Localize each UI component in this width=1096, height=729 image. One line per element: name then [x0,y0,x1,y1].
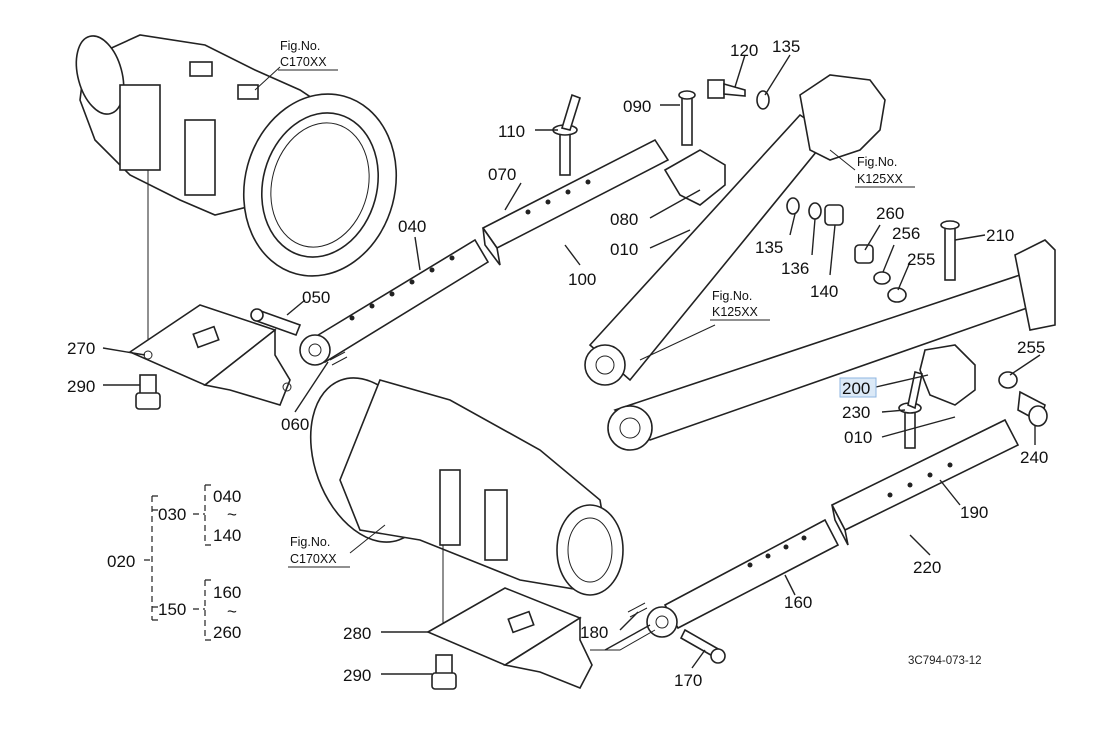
washers-135-136-140 [786,197,844,226]
pin-090 [678,90,696,146]
pin-210 [940,220,960,281]
cotter-pin-180 [627,602,648,618]
part-label[interactable]: 255 [907,250,935,269]
bolt-290-lower [431,654,457,690]
fig-ref-code: C170XX [290,552,337,566]
part-label[interactable]: 280 [343,624,371,643]
washer-255-lower [998,371,1018,389]
fig-ref-k125xx-top: Fig.No. K125XX [855,155,915,188]
part-label-highlighted[interactable]: 200 [842,379,870,398]
part-label[interactable]: 160 [784,593,812,612]
bolt-290-upper [135,374,161,410]
part-label[interactable]: 120 [730,41,758,60]
part-label[interactable]: 110 [498,122,525,141]
fig-ref-label: Fig.No. [712,289,752,303]
lower-link-upper [584,74,886,386]
group-range-from[interactable]: 160 [213,583,241,602]
part-label[interactable]: 090 [623,97,651,116]
part-label[interactable]: 270 [67,339,95,358]
part-label[interactable]: 256 [892,224,920,243]
nut-washer-260-256-255 [854,244,907,303]
group-label[interactable]: 150 [158,600,186,619]
bracket-200 [919,344,976,406]
part-label[interactable]: 136 [781,259,809,278]
pin-050 [250,308,302,337]
part-label[interactable]: 230 [842,403,870,422]
bolt-120 [707,79,770,110]
part-label[interactable]: 100 [568,270,596,289]
part-label[interactable]: 180 [580,623,608,642]
part-label[interactable]: 220 [913,558,941,577]
part-label[interactable]: 170 [674,671,702,690]
fig-ref-label: Fig.No. [857,155,897,169]
fig-ref-c170xx-bottom: Fig.No. C170XX [288,535,350,568]
part-label[interactable]: 290 [343,666,371,685]
axle-housing-lower [309,377,624,596]
stabilizer-upper [299,138,670,366]
group-range-tilde: ~ [227,505,237,524]
drawing-code: 3C794-073-12 [908,655,982,667]
highlight-box [839,377,877,398]
group-range-to[interactable]: 140 [213,526,241,545]
part-labels: 120 135 090 110 070 080 010 100 040 050 … [67,37,1048,690]
axle-housing-upper [75,34,398,277]
cotter-pin-060 [329,351,348,366]
part-label[interactable]: 240 [1020,448,1048,467]
part-label[interactable]: 010 [844,428,872,447]
fig-ref-label: Fig.No. [280,39,320,53]
pin-110 [552,93,581,176]
fig-ref-k125xx-mid: Fig.No. K125XX [710,289,770,321]
lower-link-lower [607,239,1056,451]
mounting-plate-280 [426,587,593,690]
part-label[interactable]: 040 [398,217,426,236]
pin-170 [679,628,726,664]
bolt-240 [1017,390,1048,427]
part-label[interactable]: 140 [810,282,838,301]
mounting-plate-270 [128,304,292,406]
leader-lines [102,54,1041,675]
grouping-tree: 020 030 040 ~ 140 150 160 ~ 260 [107,484,241,642]
stabilizer-lower [646,418,1020,638]
part-label[interactable]: 070 [488,165,516,184]
part-label[interactable]: 080 [610,210,638,229]
part-label[interactable]: 135 [772,37,800,56]
part-label[interactable]: 260 [876,204,904,223]
part-label[interactable]: 060 [281,415,309,434]
bracket-080 [663,149,726,206]
group-range-to[interactable]: 260 [213,623,241,642]
part-label[interactable]: 135 [755,238,783,257]
part-label[interactable]: 050 [302,288,330,307]
fig-ref-code: K125XX [712,305,759,319]
fig-ref-label: Fig.No. [290,535,330,549]
fig-ref-code: C170XX [280,55,327,69]
group-root-label[interactable]: 020 [107,552,135,571]
fig-ref-c170xx-top: Fig.No. C170XX [278,39,338,71]
part-label[interactable]: 255 [1017,338,1045,357]
group-label[interactable]: 030 [158,505,186,524]
group-range-tilde: ~ [227,602,237,621]
fig-ref-code: K125XX [857,172,904,186]
part-label[interactable]: 190 [960,503,988,522]
part-label[interactable]: 210 [986,226,1014,245]
part-label[interactable]: 010 [610,240,638,259]
part-label[interactable]: 290 [67,377,95,396]
group-range-from[interactable]: 040 [213,487,241,506]
